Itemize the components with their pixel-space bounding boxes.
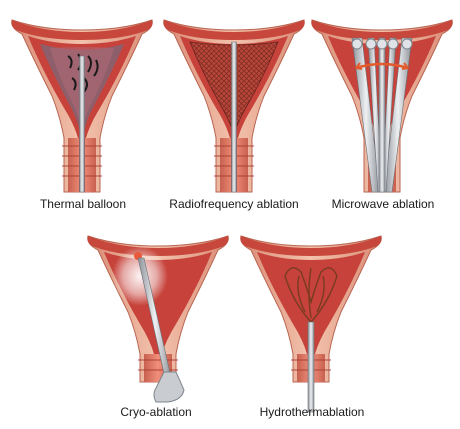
panel-thermal-balloon bbox=[12, 20, 153, 192]
probe-icon bbox=[232, 42, 237, 192]
catheter-icon bbox=[80, 56, 85, 192]
panel-radiofrequency-ablation bbox=[164, 20, 305, 192]
caption-thermal-balloon: Thermal balloon bbox=[40, 197, 126, 211]
caption-microwave-ablation: Microwave ablation bbox=[332, 197, 435, 211]
panel-cryo-ablation bbox=[88, 236, 229, 402]
caption-cryo-ablation: Cryo-ablation bbox=[120, 405, 191, 419]
caption-hydrothermablation: Hydrothermablation bbox=[260, 405, 365, 419]
panel-hydrothermablation bbox=[241, 236, 382, 412]
hysteroscope-sheath-icon bbox=[308, 322, 314, 412]
caption-radiofrequency-ablation: Radiofrequency ablation bbox=[169, 197, 298, 211]
panel-microwave-ablation bbox=[312, 20, 453, 192]
